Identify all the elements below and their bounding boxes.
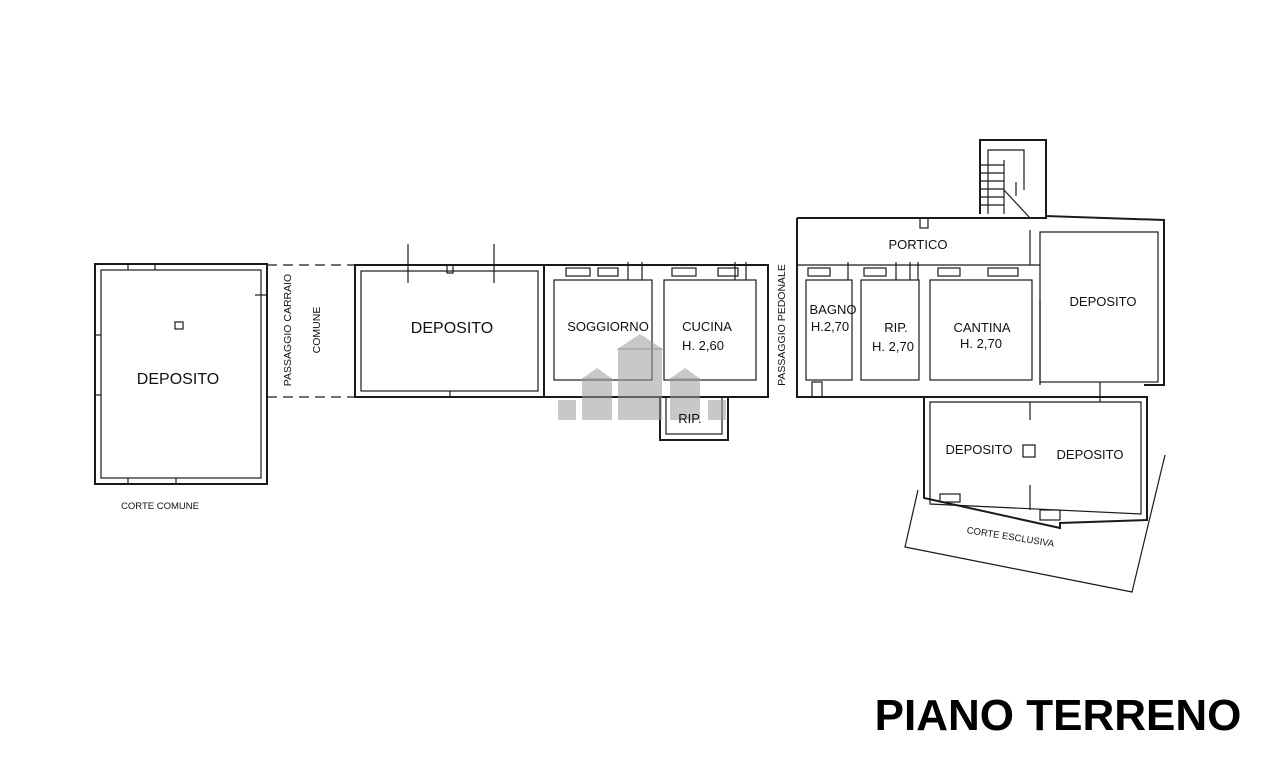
room-label-deposito-mid: DEPOSITO	[411, 320, 493, 337]
room-label-rip: RIP.	[884, 320, 908, 335]
deposito-left-building	[94, 263, 268, 485]
room-label-deposito-right-b: DEPOSITO	[1057, 447, 1124, 462]
room-height-cucina: H. 2,60	[682, 338, 724, 353]
house-watermark-icon	[558, 334, 726, 420]
passage-label-carraio-2: COMUNE	[311, 307, 323, 354]
room-label-rip-small: RIP.	[678, 411, 702, 426]
room-label-bagno: BAGNO	[810, 302, 857, 317]
room-label-portico: PORTICO	[889, 237, 948, 252]
room-label-cucina: CUCINA	[682, 319, 732, 334]
room-label-deposito-right-top: DEPOSITO	[1070, 294, 1137, 309]
stairs-icon	[979, 139, 1047, 219]
plan-title: PIANO TERRENO	[875, 691, 1242, 740]
room-label-deposito-left: DEPOSITO	[137, 371, 219, 388]
room-label-cantina: CANTINA	[953, 320, 1010, 335]
room-height-rip: H. 2,70	[872, 339, 914, 354]
room-height-cantina: H. 2,70	[960, 336, 1002, 351]
passage-label-carraio-1: PASSAGGIO CARRAIO	[282, 274, 294, 386]
room-label-soggiorno: SOGGIORNO	[567, 319, 649, 334]
pillar	[174, 321, 184, 330]
room-height-bagno: H.2,70	[811, 319, 849, 334]
court-label-comune: CORTE COMUNE	[121, 501, 199, 512]
passaggio-carraio	[267, 264, 355, 398]
far-right-block	[904, 214, 1166, 593]
court-label-esclusiva: CORTE ESCLUSIVA	[966, 525, 1056, 550]
room-label-deposito-right-a: DEPOSITO	[946, 442, 1013, 457]
central-block	[543, 262, 769, 441]
passage-label-pedonale: PASSAGGIO PEDONALE	[776, 264, 788, 386]
